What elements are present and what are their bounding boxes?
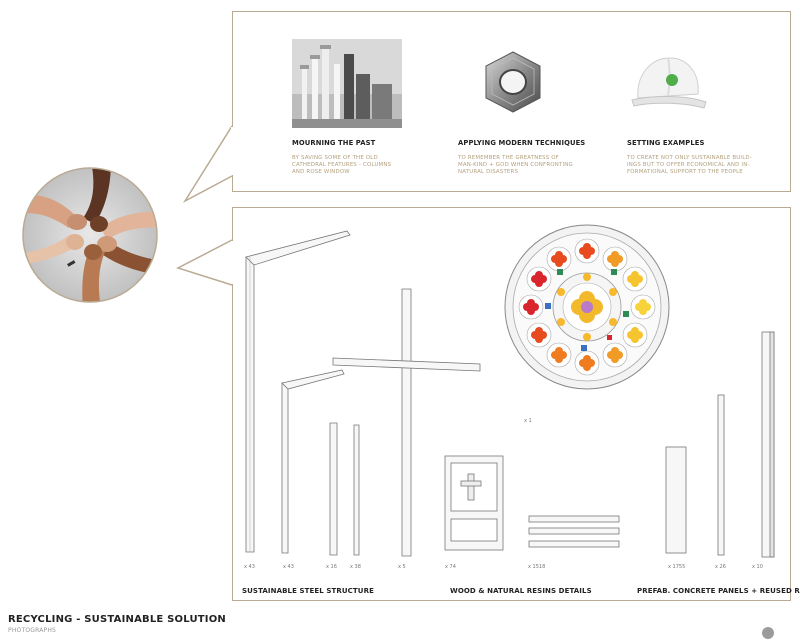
count-rose-window: x 1 [524, 418, 532, 424]
feature-1-description: BY SAVING SOME OF THE OLD CATHEDRAL FEAT… [292, 155, 392, 176]
feature-2-description: TO REMEMBER THE GREATNESS OF MAN-KIND + … [458, 155, 573, 176]
cross-horizontal [332, 357, 481, 372]
hard-hat-photo [631, 57, 707, 109]
count-tall-lamp: x 43 [244, 564, 255, 570]
feature-2-title: APPLYING MODERN TECHNIQUES [458, 139, 586, 147]
cathedral-photo [292, 39, 402, 128]
panel-wide [665, 446, 687, 554]
count-cross: x 5 [398, 564, 406, 570]
count-planks: x 1518 [528, 564, 546, 570]
panel-thin [717, 394, 725, 556]
page-subtitle: PHOTOGRAPHS [8, 627, 57, 634]
hands-photo [22, 167, 158, 303]
feature-3-description: TO CREATE NOT ONLY SUSTAINABLE BUILD-ING… [627, 155, 752, 176]
count-panel-thin: x 26 [715, 564, 726, 570]
cross-vertical [401, 288, 412, 557]
caption-steel: SUSTAINABLE STEEL STRUCTURE [242, 587, 374, 595]
hex-nut-photo [485, 51, 541, 113]
count-short-lamp: x 43 [283, 564, 294, 570]
page-title: RECYCLING - SUSTAINABLE SOLUTION [8, 614, 226, 625]
column-a [329, 422, 338, 556]
rose-window [504, 224, 670, 390]
count-panel-tall: x 10 [752, 564, 763, 570]
column-b [353, 424, 360, 556]
count-column-b: x 38 [350, 564, 361, 570]
page-indicator[interactable] [762, 627, 774, 639]
feature-3-title: SETTING EXAMPLES [627, 139, 705, 147]
count-door: x 74 [445, 564, 456, 570]
short-lamp-post-pole [281, 382, 289, 554]
elements-drawing [245, 224, 775, 558]
caption-concrete: PREFAB. CONCRETE PANELS + REUSED RUBBLE [637, 587, 800, 595]
tall-lamp-post-arm [245, 230, 351, 266]
caption-wood: WOOD & NATURAL RESINS DETAILS [450, 587, 592, 595]
count-column-a: x 16 [326, 564, 337, 570]
elements-panel [232, 207, 791, 601]
plank-2 [528, 527, 620, 535]
short-lamp-post-arm [281, 369, 345, 390]
feature-1-title: MOURNING THE PAST [292, 139, 376, 147]
plank-1 [528, 515, 620, 523]
count-panel-wide: x 1755 [668, 564, 686, 570]
plank-3 [528, 540, 620, 548]
